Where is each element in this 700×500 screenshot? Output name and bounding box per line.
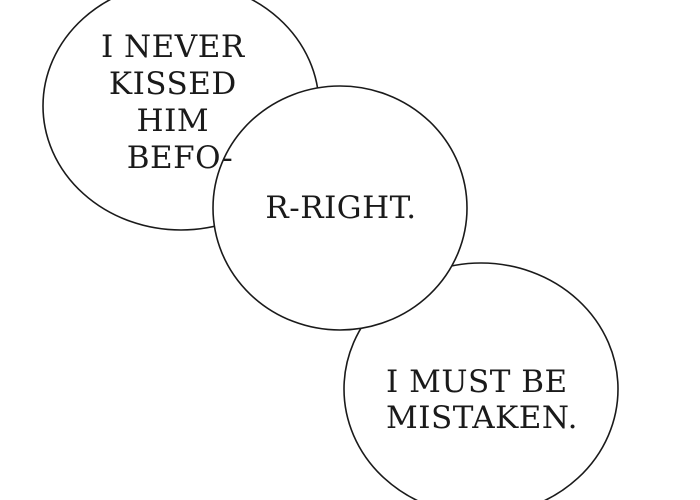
speech-bubble-1-line-2: KISSED bbox=[109, 66, 237, 102]
speech-bubble-2 bbox=[212, 85, 468, 331]
speech-bubble-2-shape bbox=[212, 85, 468, 331]
speech-bubble-3-text: I MUST BE MISTAKEN. bbox=[386, 364, 578, 436]
speech-bubble-3-line-1: I MUST BE bbox=[386, 364, 568, 400]
speech-bubble-2-text: R-RIGHT. bbox=[265, 190, 416, 226]
speech-bubble-3-shape bbox=[343, 262, 619, 500]
speech-bubble-1-line-4: BEFO- bbox=[127, 140, 233, 176]
speech-bubble-1-line-3: HIM bbox=[137, 103, 210, 139]
speech-bubble-3 bbox=[343, 262, 619, 500]
speech-bubble-1-text: I NEVER KISSED HIM BEFO- bbox=[101, 29, 255, 176]
speech-bubble-3-line-2: MISTAKEN. bbox=[386, 400, 578, 436]
speech-bubble-1-line-1: I NEVER bbox=[101, 29, 246, 65]
speech-bubble-2-line-1: R-RIGHT. bbox=[265, 190, 416, 226]
